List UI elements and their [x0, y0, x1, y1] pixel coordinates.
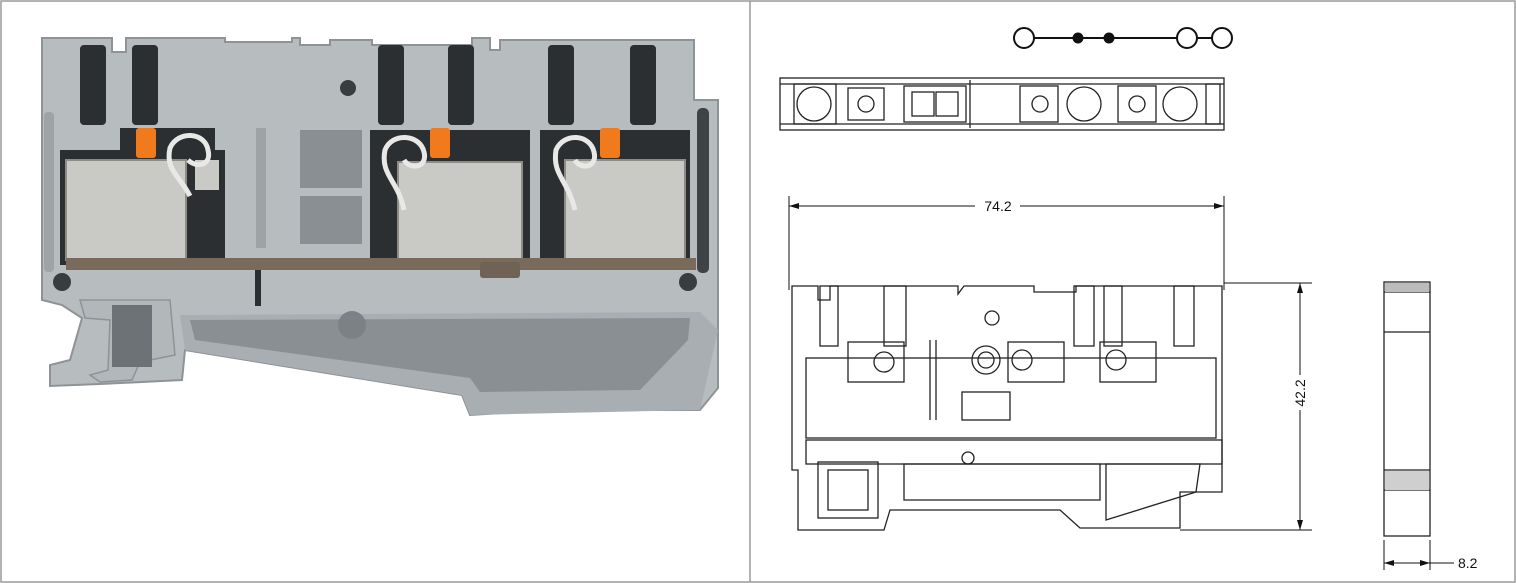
- terminal-circuit-symbol-icon: [1013, 27, 1233, 49]
- foot-cavity: [190, 318, 690, 392]
- wire-entry-1b: [132, 45, 158, 125]
- front-view-drawing: [791, 285, 1223, 531]
- dimension-lines: [788, 196, 1454, 570]
- spring-2: [381, 135, 428, 211]
- terminal-open-circle: [1211, 27, 1233, 49]
- side-view-band: [1385, 283, 1429, 292]
- height-dimension-label: 42.2: [1292, 379, 1308, 406]
- depth-dimension-label: 8.2: [1458, 555, 1478, 571]
- side-view-band: [1385, 471, 1429, 490]
- terminal-block-photo: [41, 37, 719, 417]
- wire-entry-2a: [378, 45, 404, 125]
- wire-entry-1a: [80, 45, 106, 125]
- hook-window: [112, 305, 152, 367]
- side-view-drawing: [1383, 281, 1431, 537]
- busbar: [66, 258, 696, 270]
- metal-clamp-1: [65, 159, 187, 261]
- push-button-1: [136, 128, 156, 158]
- center-window-lower: [300, 196, 362, 244]
- side-rib-left: [44, 112, 54, 272]
- wire-entry-3b: [630, 45, 656, 125]
- push-button-2: [430, 128, 450, 158]
- spring-1: [166, 133, 212, 198]
- top-view-drawing: [779, 77, 1225, 131]
- terminal-open-circle: [1176, 27, 1198, 49]
- metal-clamp-2: [397, 161, 523, 261]
- mounting-hole-right: [679, 273, 697, 291]
- terminal-junction-dot: [1072, 32, 1084, 44]
- spring-3: [552, 135, 598, 211]
- wire-entry-3a: [548, 45, 574, 125]
- mounting-hole-left: [53, 273, 71, 291]
- side-rib-right: [697, 108, 709, 273]
- width-dimension-label: 74.2: [984, 198, 1011, 214]
- terminal-open-circle: [1013, 27, 1035, 49]
- terminal-junction-dot: [1103, 32, 1115, 44]
- busbar-bridge: [480, 262, 520, 278]
- center-slot: [256, 128, 266, 248]
- center-window-upper: [300, 130, 362, 188]
- metal-clamp-3: [564, 159, 686, 261]
- rail-hole: [338, 311, 366, 339]
- busbar-tab: [255, 270, 261, 306]
- wire-entry-2b: [448, 45, 474, 125]
- test-point-hole: [340, 80, 356, 96]
- push-button-3: [600, 128, 620, 158]
